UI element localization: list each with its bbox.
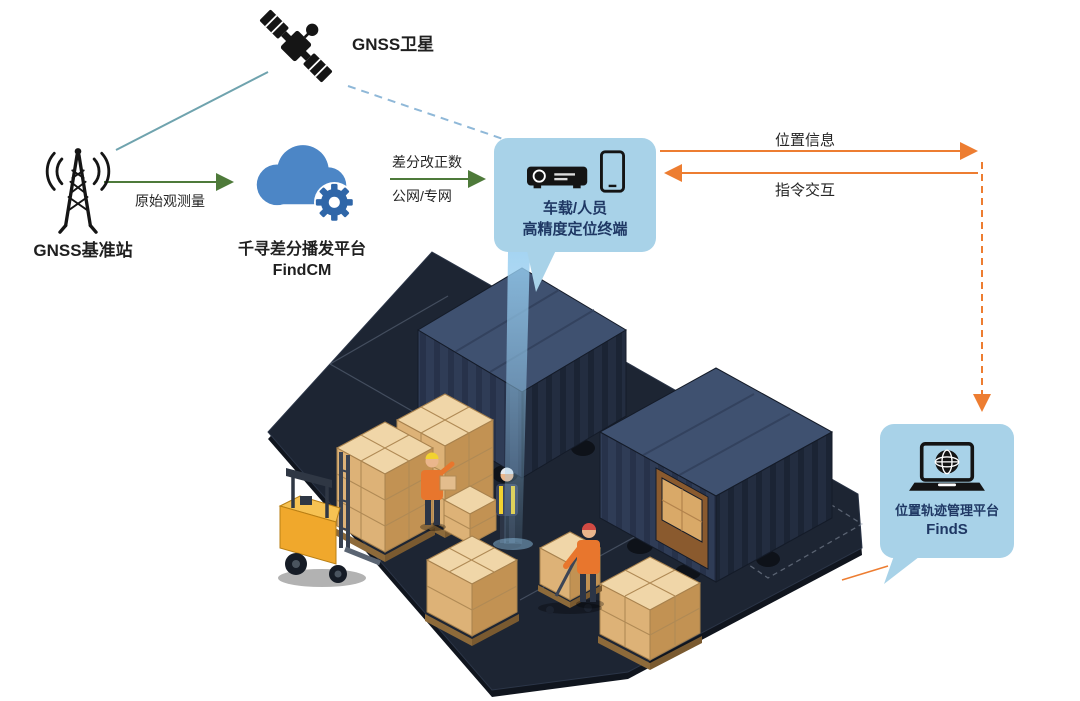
pallet-stack-right [598, 556, 702, 670]
connectors [104, 71, 991, 581]
edge-satellite-to-terminal [347, 85, 507, 141]
pallet-stack-bottom [425, 535, 519, 646]
cloud-platform-name: 千寻差分播发平台 [237, 241, 366, 258]
satellite-label: GNSS卫星 [352, 35, 435, 54]
vehicle-receiver-icon [526, 166, 587, 189]
worker-3 [563, 523, 604, 609]
smartphone-icon [599, 150, 625, 193]
terminal-label-line1: 车载/人员 [542, 200, 608, 218]
raw-observation-label: 原始观测量 [135, 193, 205, 209]
cloud-shape [256, 145, 347, 206]
finds-label-product: FindS [926, 520, 968, 538]
terminal-bubble-tail [526, 246, 558, 292]
terminal-icons [526, 150, 625, 193]
laptop-globe-icon [909, 442, 985, 491]
satellite-icon [248, 2, 344, 90]
terminal-bubble: 车载/人员 高精度定位终端 [494, 138, 656, 252]
cloud-gear-icon [242, 134, 362, 231]
edge-finds-to-scene [841, 565, 889, 581]
command-interaction-label: 指令交互 [774, 182, 835, 199]
gear-shape [314, 182, 355, 223]
positioning-beam [493, 252, 533, 550]
finds-label-name: 位置轨迹管理平台 [894, 503, 999, 519]
radio-tower-icon [28, 140, 128, 235]
edge-satellite-to-base [115, 71, 269, 151]
container-open-door [655, 467, 709, 570]
cloud-platform-label: 千寻差分播发平台 FindCM [217, 240, 387, 282]
worker-1 [420, 452, 457, 531]
base-station-label: GNSS基准站 [33, 241, 133, 260]
forklift [278, 452, 381, 587]
small-box-stack [442, 485, 498, 545]
correction-label-line2: 公网/专网 [392, 188, 452, 204]
cloud-platform-product: FindCM [272, 261, 332, 279]
finds-bubble: 位置轨迹管理平台 FindS [880, 424, 1014, 558]
position-info-label: 位置信息 [774, 132, 835, 149]
correction-label-line1: 差分改正数 [392, 154, 462, 170]
terminal-label-line2: 高精度定位终端 [522, 220, 628, 238]
container-2 [598, 367, 834, 583]
finds-bubble-tail [884, 550, 928, 584]
